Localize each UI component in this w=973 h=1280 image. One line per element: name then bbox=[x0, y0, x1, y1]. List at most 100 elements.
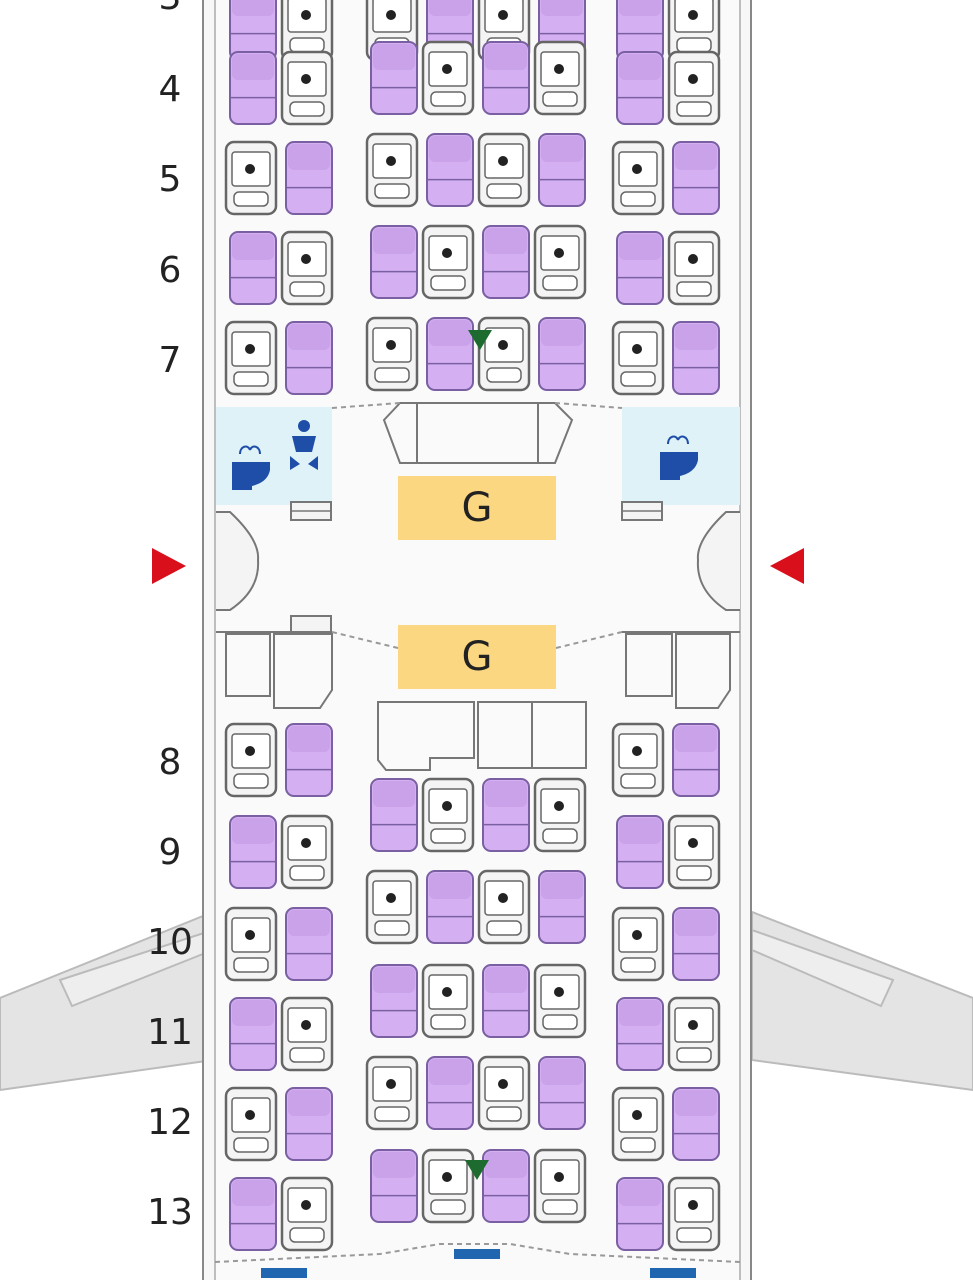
seat-dot bbox=[442, 801, 452, 811]
seat-back bbox=[288, 726, 330, 752]
seats-layer bbox=[224, 0, 721, 1252]
seat-footrest bbox=[676, 37, 712, 53]
seat-pair[interactable] bbox=[477, 132, 586, 208]
seat-dot bbox=[554, 987, 564, 997]
seat-pair[interactable] bbox=[224, 1086, 333, 1162]
seat-footrest bbox=[430, 1199, 466, 1215]
seat-footrest bbox=[374, 1106, 410, 1122]
seat-footrest bbox=[374, 367, 410, 383]
seat-pair[interactable] bbox=[611, 906, 720, 982]
seat-pair[interactable] bbox=[370, 1148, 475, 1224]
seat-pair[interactable] bbox=[224, 140, 333, 216]
seat-dot bbox=[301, 1020, 311, 1030]
seat-pair[interactable] bbox=[370, 963, 475, 1039]
seat-back bbox=[541, 0, 583, 16]
seat-pair[interactable] bbox=[616, 230, 721, 306]
seat-back bbox=[232, 54, 274, 80]
galley-label: G bbox=[398, 625, 556, 689]
seat-footrest bbox=[374, 920, 410, 936]
seat-pair[interactable] bbox=[365, 316, 474, 392]
seat-dot bbox=[632, 164, 642, 174]
seat-dot bbox=[498, 1079, 508, 1089]
seat-pair[interactable] bbox=[616, 1176, 721, 1252]
seat-back bbox=[288, 144, 330, 170]
seat-footrest bbox=[542, 275, 578, 291]
seat-back bbox=[485, 967, 527, 993]
seat-pair[interactable] bbox=[365, 1055, 474, 1131]
seat-pair[interactable] bbox=[224, 906, 333, 982]
seat-pair[interactable] bbox=[477, 1055, 586, 1131]
seat-dot bbox=[498, 893, 508, 903]
seat-pair[interactable] bbox=[616, 996, 721, 1072]
seat-pair[interactable] bbox=[229, 996, 334, 1072]
seat-pair[interactable] bbox=[224, 722, 333, 798]
seat-back bbox=[288, 1090, 330, 1116]
seat-back bbox=[541, 136, 583, 162]
seat-dot bbox=[554, 64, 564, 74]
seat-dot bbox=[386, 340, 396, 350]
seat-pair[interactable] bbox=[229, 1176, 334, 1252]
seat-pair[interactable] bbox=[477, 316, 586, 392]
seat-pair[interactable] bbox=[477, 869, 586, 945]
seat-pair[interactable] bbox=[370, 777, 475, 853]
seat-pair[interactable] bbox=[482, 1148, 587, 1224]
seat-footrest bbox=[486, 920, 522, 936]
seat-footrest bbox=[620, 191, 656, 207]
seat-pair[interactable] bbox=[229, 230, 334, 306]
seat-footrest bbox=[289, 865, 325, 881]
exit-arrow-icon bbox=[152, 548, 186, 584]
seat-dot bbox=[688, 838, 698, 848]
galley-unit-lower bbox=[477, 701, 533, 769]
closet bbox=[675, 633, 731, 709]
closet bbox=[273, 633, 333, 709]
seat-dot bbox=[498, 340, 508, 350]
seat-pair[interactable] bbox=[611, 1086, 720, 1162]
seat-footrest bbox=[676, 1227, 712, 1243]
seat-back bbox=[373, 228, 415, 254]
seat-back bbox=[675, 144, 717, 170]
galley-unit-upper bbox=[382, 402, 574, 464]
seat-back bbox=[485, 1152, 527, 1178]
seat-pair[interactable] bbox=[616, 814, 721, 890]
exit-marker bbox=[261, 1268, 307, 1278]
seat-footrest bbox=[289, 1047, 325, 1063]
seat-pair[interactable] bbox=[482, 40, 587, 116]
seat-footrest bbox=[233, 773, 269, 789]
seat-back bbox=[541, 873, 583, 899]
seat-pair[interactable] bbox=[482, 777, 587, 853]
seat-pair[interactable] bbox=[365, 132, 474, 208]
seat-back bbox=[675, 324, 717, 350]
seat-pair[interactable] bbox=[616, 50, 721, 126]
seat-back bbox=[232, 1180, 274, 1206]
markers-layer bbox=[465, 330, 492, 1180]
seat-pair[interactable] bbox=[365, 869, 474, 945]
seat-back bbox=[373, 1152, 415, 1178]
seat-back bbox=[232, 818, 274, 844]
seat-pair[interactable] bbox=[482, 963, 587, 1039]
seat-pair[interactable] bbox=[229, 814, 334, 890]
seat-footrest bbox=[486, 183, 522, 199]
galley-label: G bbox=[398, 476, 556, 540]
left-door bbox=[216, 511, 260, 611]
seat-back bbox=[619, 1000, 661, 1026]
seat-pair[interactable] bbox=[370, 224, 475, 300]
seat-pair[interactable] bbox=[482, 224, 587, 300]
toilet-icon bbox=[232, 445, 270, 490]
seat-dot bbox=[498, 156, 508, 166]
seat-back bbox=[619, 818, 661, 844]
seat-pair[interactable] bbox=[229, 50, 334, 126]
seat-footrest bbox=[676, 865, 712, 881]
seat-dot bbox=[688, 1020, 698, 1030]
seat-pair[interactable] bbox=[370, 40, 475, 116]
seat-pair[interactable] bbox=[611, 722, 720, 798]
seat-footrest bbox=[430, 275, 466, 291]
seat-back bbox=[675, 910, 717, 936]
seat-pair[interactable] bbox=[611, 140, 720, 216]
seat-back bbox=[675, 1090, 717, 1116]
seat-pair[interactable] bbox=[611, 320, 720, 396]
jump-seat bbox=[290, 615, 332, 633]
seat-dot bbox=[245, 344, 255, 354]
seat-pair[interactable] bbox=[224, 320, 333, 396]
seat-back bbox=[429, 873, 471, 899]
right-door bbox=[696, 511, 740, 611]
